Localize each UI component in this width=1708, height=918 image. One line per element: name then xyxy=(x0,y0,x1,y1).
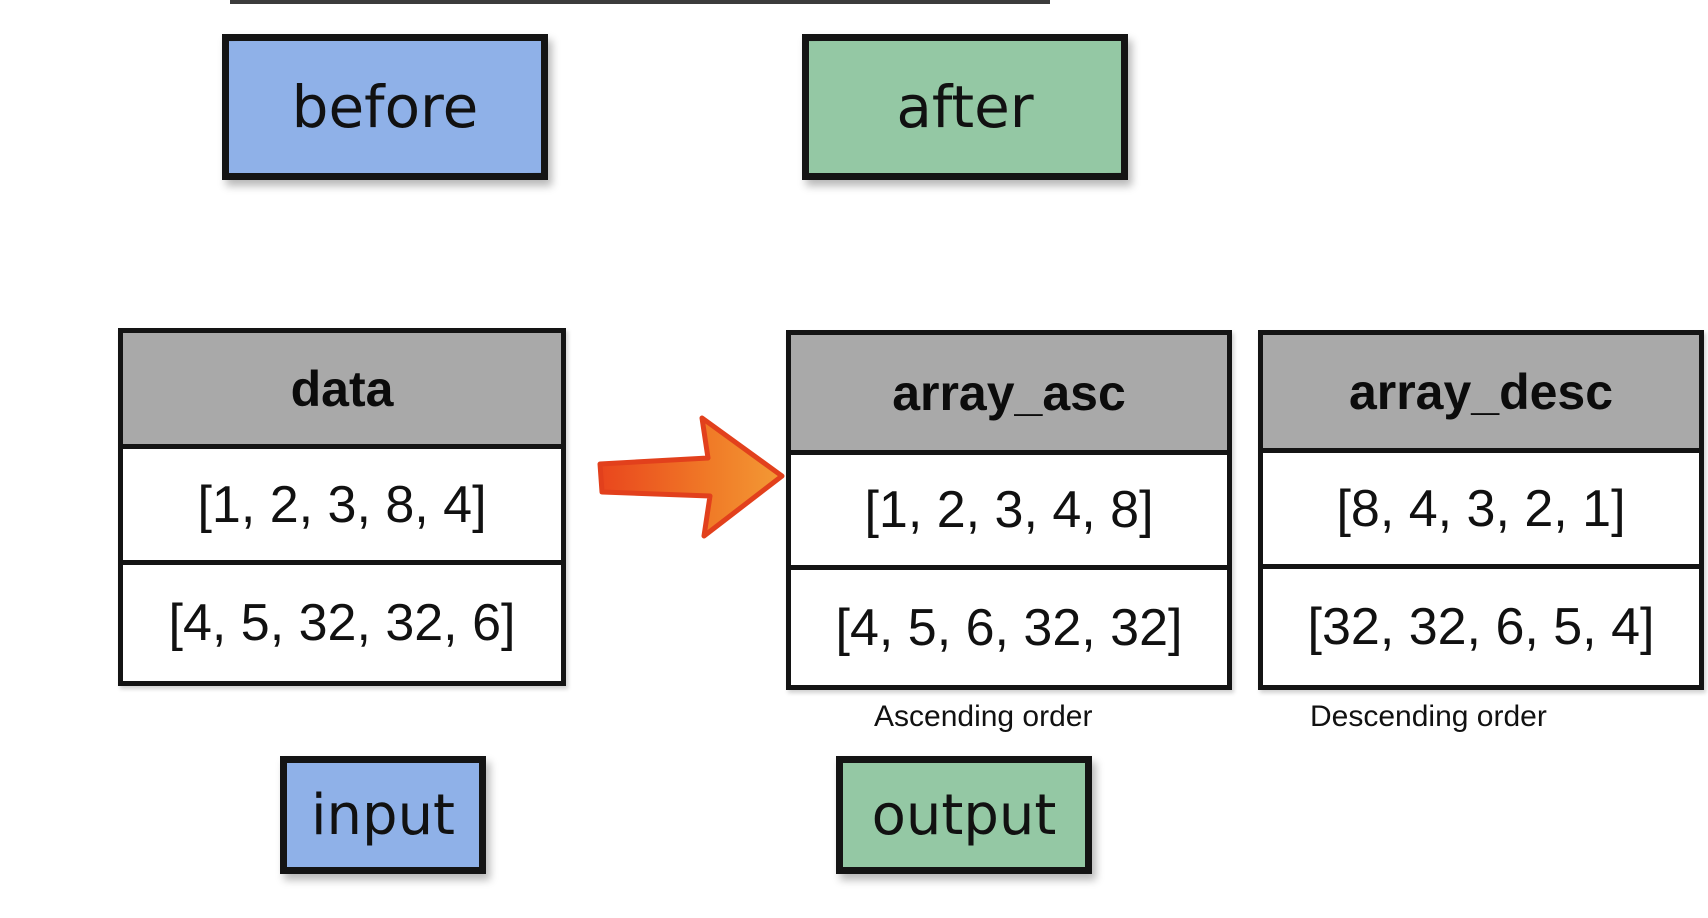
table-row: [4, 5, 32, 32, 6] xyxy=(168,594,516,652)
before-label: before xyxy=(291,73,479,141)
array-asc-column-header: array_asc xyxy=(791,335,1227,455)
table-row: [1, 2, 3, 8, 4] xyxy=(123,449,561,565)
array-asc-table: array_asc [1, 2, 3, 4, 8] [4, 5, 6, 32, … xyxy=(786,330,1232,690)
output-label-box: output xyxy=(836,756,1092,874)
descending-caption: Descending order xyxy=(1310,700,1547,733)
arrow-shape xyxy=(597,415,785,539)
right-arrow-icon xyxy=(597,415,785,539)
array-desc-table: array_desc [8, 4, 3, 2, 1] [32, 32, 6, 5… xyxy=(1258,330,1704,690)
input-label-box: input xyxy=(280,756,486,874)
data-column-header: data xyxy=(123,333,561,449)
after-label-box: after xyxy=(802,34,1128,180)
input-data-table: data [1, 2, 3, 8, 4] [4, 5, 32, 32, 6] xyxy=(118,328,566,686)
output-label: output xyxy=(871,782,1057,848)
before-label-box: before xyxy=(222,34,548,180)
after-label: after xyxy=(896,73,1034,141)
table-row: [1, 2, 3, 4, 8] xyxy=(791,455,1227,570)
input-label: input xyxy=(310,782,456,848)
table-row: [4, 5, 6, 32, 32] xyxy=(835,598,1183,657)
table-row: [32, 32, 6, 5, 4] xyxy=(1307,598,1655,656)
ascending-caption: Ascending order xyxy=(874,700,1093,733)
array-desc-column-header: array_desc xyxy=(1263,335,1699,453)
top-divider-line xyxy=(230,0,1050,4)
table-row: [8, 4, 3, 2, 1] xyxy=(1263,453,1699,569)
